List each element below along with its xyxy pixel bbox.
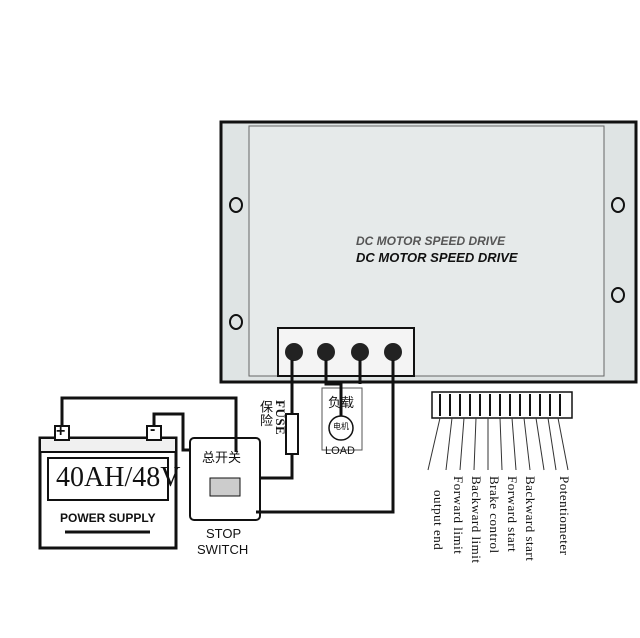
signal-label-backward-start: Backward start xyxy=(523,476,538,562)
controller-title: DC MOTOR SPEED DRIVE xyxy=(356,250,518,265)
signal-label-forward-limit: Forward limit xyxy=(451,476,466,555)
signal-label-backward-limit: Backward limit xyxy=(469,476,484,564)
switch-label-line1: STOP xyxy=(206,526,242,541)
mount-hole-left-bottom xyxy=(229,314,243,330)
wire-load-return xyxy=(256,360,395,514)
mount-hole-right-bottom xyxy=(611,287,625,303)
wire-load-terminal-a xyxy=(324,360,343,416)
terminal-screw-2 xyxy=(317,343,335,361)
controller-title-shadow: DC MOTOR SPEED DRIVE xyxy=(356,234,506,248)
battery-plus-sign: + xyxy=(56,423,66,440)
signal-label-output-end: output end xyxy=(431,490,446,551)
fuse-label-en: FUSE xyxy=(273,400,288,436)
power-wiring xyxy=(60,360,395,514)
switch-cn-label: 总开关 xyxy=(202,450,242,465)
switch-label-line2: SWITCH xyxy=(197,542,249,557)
fuse-label-cn: 保险 xyxy=(258,400,273,427)
signal-leads xyxy=(427,417,569,471)
signal-label-forward-start: Forward start xyxy=(505,476,520,553)
battery-minus-sign: - xyxy=(150,421,156,438)
battery-top-rim xyxy=(39,437,177,453)
stop-switch-toggle xyxy=(209,477,241,497)
battery-footer: POWER SUPPLY xyxy=(60,511,156,525)
power-terminals xyxy=(285,343,402,361)
signal-terminal-pins xyxy=(439,394,561,416)
signal-label-potentiometer: Potentiometer xyxy=(557,476,572,556)
terminal-screw-3 xyxy=(351,343,369,361)
terminal-screw-1 xyxy=(285,343,303,361)
signal-terminal-strip xyxy=(431,391,573,419)
wire-switch-out xyxy=(260,454,294,480)
terminal-screw-4 xyxy=(384,343,402,361)
battery-label: 40AH/48V xyxy=(56,462,181,493)
signal-label-brake-control: Brake control xyxy=(487,476,502,554)
wire-battery-minus xyxy=(152,412,190,452)
mount-hole-left-top xyxy=(229,197,243,213)
load-cn-label: 负载 xyxy=(328,395,355,410)
battery-label-box xyxy=(47,457,169,501)
mount-hole-right-top xyxy=(611,197,625,213)
load-en-label: LOAD xyxy=(325,445,355,457)
motor-label: 电机 xyxy=(333,422,349,431)
